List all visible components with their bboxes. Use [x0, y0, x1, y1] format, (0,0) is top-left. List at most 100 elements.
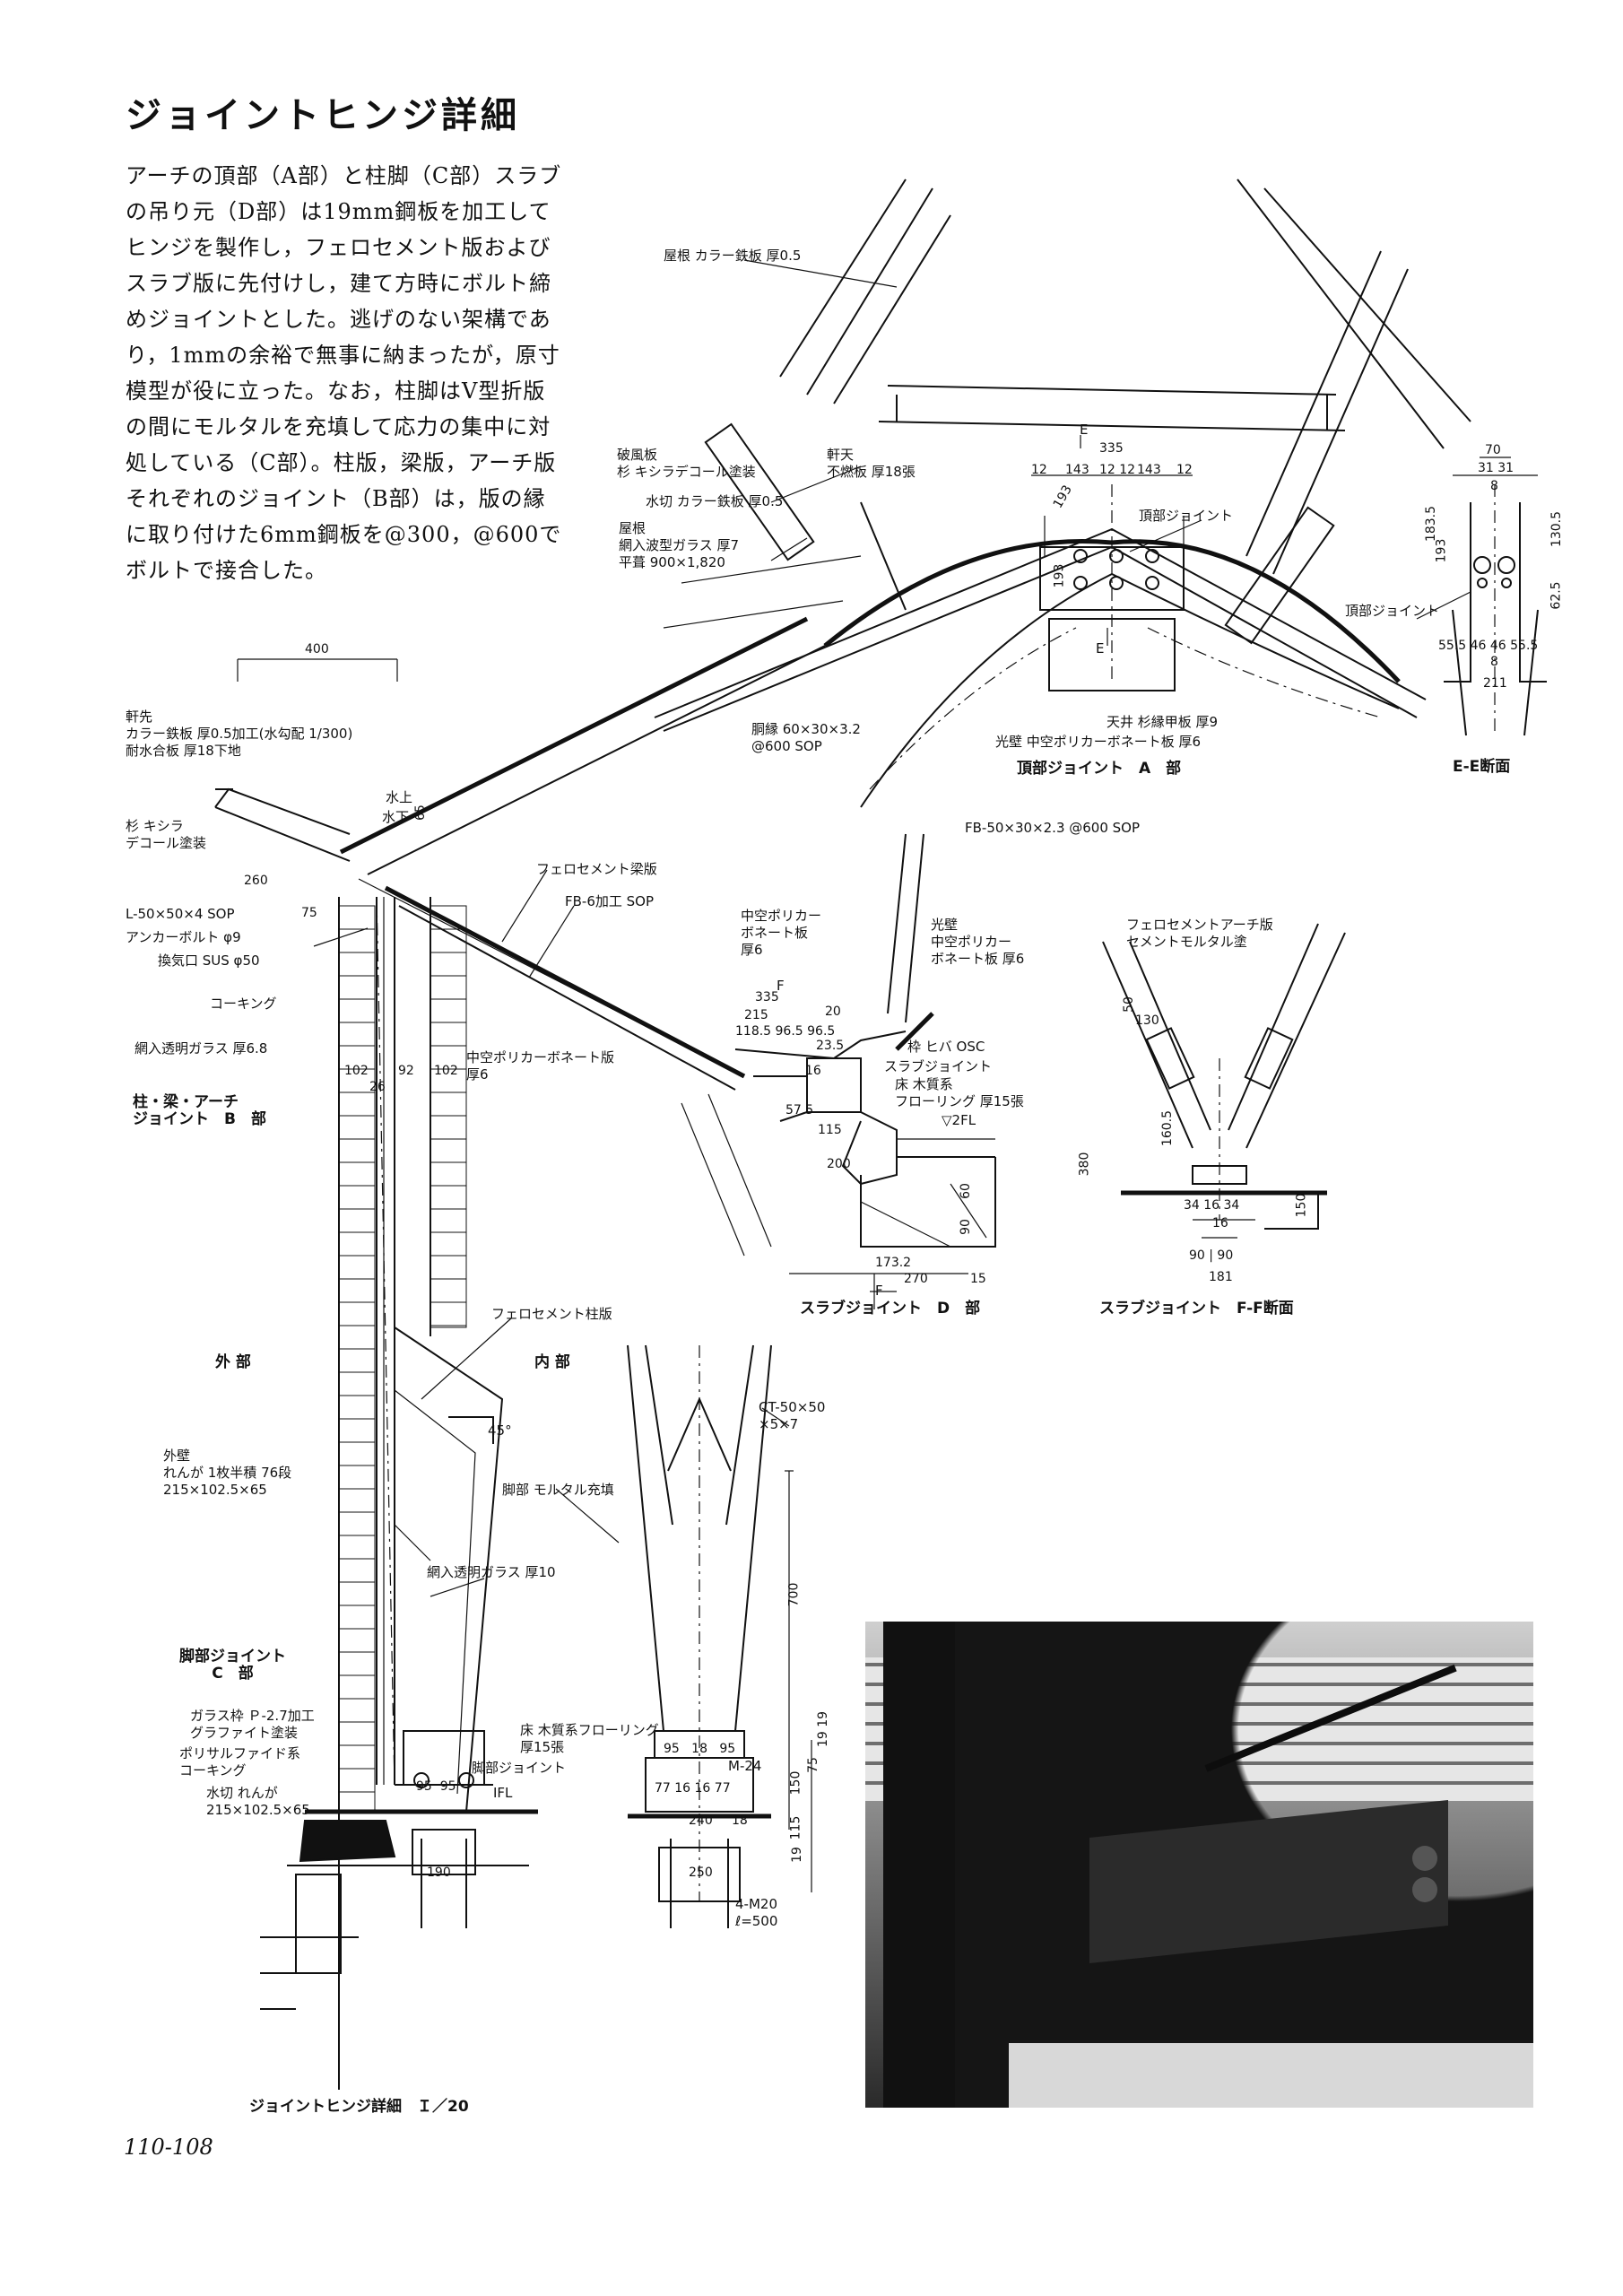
- label-roof-a: 屋根 カラー鉄板 厚0.5: [664, 248, 802, 264]
- label-hafu: 破風板 杉 キシラデコール塗装: [617, 447, 756, 480]
- label-m24: M-24: [728, 1758, 762, 1774]
- photo-bright-floor: [1009, 2043, 1533, 2108]
- dim-193c: 193: [1434, 538, 1449, 563]
- label-dobuchi: 胴縁 60×30×3.2 @600 SOP: [751, 721, 861, 754]
- intro-text: アーチの頂部（A部）と柱脚（C部）スラブの吊り元（D部）は19mm鋼板を加工して…: [126, 163, 562, 583]
- dim-95: 95 18 95: [664, 1742, 736, 1756]
- label-ferro-beam: フェロセメント梁版: [536, 861, 657, 877]
- label-yane: 屋根 網入波型ガラス 厚7 平葺 900×1,820: [619, 520, 740, 570]
- label-naibu: 内 部: [534, 1353, 570, 1371]
- dim-143b: 143: [1137, 463, 1161, 477]
- dim-1212: 12 12: [1099, 463, 1136, 477]
- dim-1732: 173.2: [875, 1256, 912, 1270]
- label-mizukiri-brick: 水切 れんが 215×102.5×65: [206, 1785, 310, 1818]
- dim-3131: 31 31: [1478, 461, 1515, 475]
- dim-211: 211: [1483, 676, 1507, 691]
- dim-18: 18: [732, 1813, 748, 1828]
- label-fb50: FB-50×30×2.3 @600 SOP: [965, 820, 1141, 836]
- dim-62: 62.5: [1549, 581, 1564, 610]
- dim-102a: 102: [344, 1064, 369, 1078]
- dim-150c: 150: [788, 1770, 803, 1796]
- dim-12b: 12: [1176, 463, 1193, 477]
- dim-1919: 19 19: [816, 1710, 831, 1748]
- dim-90: 90: [958, 1219, 973, 1235]
- photo-bolt-1: [1412, 1846, 1437, 1871]
- dim-200: 200: [827, 1157, 851, 1171]
- dim-75: 75: [301, 906, 317, 920]
- dim-65: 65: [412, 804, 428, 821]
- label-gaiheki: 外壁 れんが 1枚半積 76段 215×102.5×65: [163, 1448, 292, 1498]
- dim-26: 26: [369, 1080, 386, 1094]
- dim-181: 181: [1209, 1270, 1233, 1284]
- dim-75c: 75: [805, 1757, 820, 1773]
- dim-260: 260: [244, 874, 268, 888]
- dim-8b: 8: [1490, 655, 1498, 669]
- label-waku-hiba: 枠 ヒバ OSC: [907, 1039, 985, 1055]
- ee-section-drawing: [1444, 457, 1547, 736]
- label-l-steel: L-50×50×4 SOP: [126, 906, 235, 922]
- label-m20: 4-M20 ℓ=500: [735, 1896, 778, 1929]
- page-number: 110-108: [124, 2135, 213, 2160]
- photo-bolt-2: [1412, 1877, 1437, 1902]
- label-mizuue: 水上: [386, 789, 413, 805]
- dim-183: 183.5: [1424, 505, 1439, 543]
- label-kouheki-d: 光壁 中空ポリカー ボネート板 厚6: [931, 917, 1025, 967]
- label-chuku-poly-b: 中空ポリカーボネート版 厚6: [466, 1049, 615, 1083]
- label-glass-frame: ガラス枠 Ｐ-2.7加工 グラファイト塗装: [190, 1708, 315, 1741]
- dim-700: 700: [786, 1582, 802, 1607]
- dim-1185: 118.5 96.5 96.5: [735, 1024, 836, 1039]
- dim-16f: 16: [1212, 1216, 1228, 1231]
- dim-130: 130.5: [1549, 510, 1565, 548]
- d-slab-joint-drawing: [681, 833, 996, 1309]
- label-f-arrow-1: F: [777, 978, 785, 994]
- label-chobu-joint-1: 頂部ジョイント: [1139, 508, 1234, 524]
- dim-215: 215: [744, 1008, 768, 1022]
- label-e-arrow-2: E: [1096, 640, 1105, 657]
- label-e-arrow-1: E: [1080, 422, 1089, 438]
- ff-section-drawing: [1102, 923, 1346, 1239]
- dim-20: 20: [825, 1004, 841, 1019]
- caption-a: 頂部ジョイント A 部: [1017, 760, 1182, 778]
- label-chobu-joint-2: 頂部ジョイント: [1345, 603, 1440, 619]
- label-ferro-arch: フェロセメントアーチ版 セメントモルタル塗: [1126, 917, 1273, 950]
- dim-235: 23.5: [816, 1039, 845, 1053]
- site-photograph: [865, 1622, 1533, 2108]
- caption-d: スラブジョイント D 部: [800, 1300, 981, 1318]
- label-polysulfide: ポリサルファイド系 コーキング: [179, 1745, 301, 1779]
- label-angle45: 45°: [488, 1422, 512, 1439]
- dim-400: 400: [305, 642, 329, 657]
- label-amiiri10: 網入透明ガラス 厚10: [427, 1564, 556, 1580]
- label-2fl: ▽2FL: [942, 1112, 976, 1128]
- dim-250: 250: [689, 1866, 713, 1880]
- dim-115c: 115: [788, 1815, 803, 1840]
- dim-270: 270: [904, 1272, 928, 1286]
- caption-main: ジョイントヒンジ詳細 Ｉ／20: [249, 2098, 469, 2116]
- label-ifl: IFL: [493, 1785, 513, 1801]
- dim-380: 380: [1077, 1152, 1092, 1177]
- caption-ee: E-E断面: [1453, 758, 1511, 776]
- caption-b: 柱・梁・アーチ ジョイント B 部: [133, 1093, 266, 1128]
- dim-575: 57.5: [785, 1103, 814, 1118]
- v-fold-drawing: [627, 1344, 812, 1928]
- dim-193b: 193: [1052, 563, 1067, 588]
- label-tenjo: 天井 杉縁甲板 厚9: [1107, 714, 1219, 730]
- dim-240: 240: [689, 1813, 713, 1828]
- dim-8: 8: [1490, 479, 1498, 493]
- apex-joint-drawing: [654, 178, 1471, 808]
- dim-1605: 160.5: [1160, 1109, 1176, 1147]
- dim-19c: 19: [789, 1847, 804, 1863]
- dim-102b: 102: [434, 1064, 458, 1078]
- label-ferro-col: フェロセメント柱版: [491, 1306, 612, 1322]
- label-sugi: 杉 キシラ デコール塗装: [126, 818, 207, 851]
- page-title: ジョイントヒンジ詳細: [126, 95, 520, 136]
- dim-90190: 90 | 90: [1189, 1248, 1234, 1263]
- caption-ff: スラブジョイント F-F断面: [1099, 1300, 1294, 1318]
- label-caulking: コーキング: [210, 996, 277, 1012]
- dim-12a: 12: [1031, 463, 1047, 477]
- label-anchor: アンカーボルト φ9: [126, 929, 241, 945]
- label-nokisaki: 軒先 カラー鉄板 厚0.5加工(水勾配 1/300) 耐水合板 厚18下地: [126, 709, 353, 759]
- label-floor-d: 床 木質系 フローリング 厚15張: [895, 1076, 1024, 1109]
- dim-50: 50: [1121, 996, 1136, 1013]
- dim-60: 60: [958, 1183, 973, 1199]
- label-kouheki: 光壁 中空ポリカーボネート板 厚6: [995, 734, 1202, 750]
